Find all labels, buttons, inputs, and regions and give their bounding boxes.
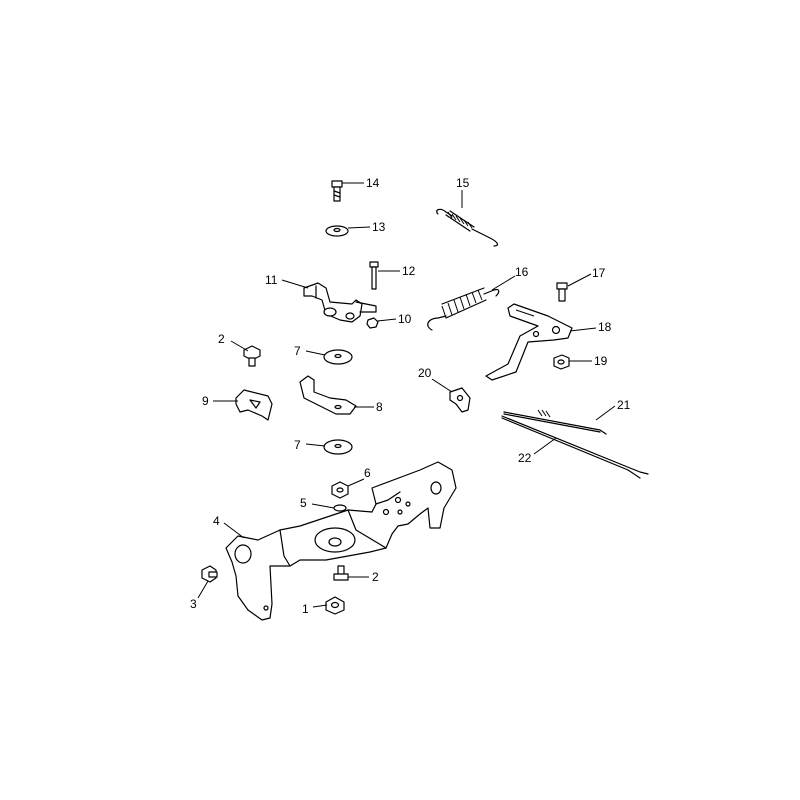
part-5-washer (333, 504, 347, 512)
callout-8: 8 (376, 400, 383, 414)
part-16-spring (427, 287, 500, 331)
part-6-nut (331, 481, 349, 499)
callout-10: 10 (398, 312, 412, 326)
part-2-screw-lower (333, 565, 349, 581)
part-14-bolt (331, 180, 343, 202)
part-8-lever-plate (299, 375, 357, 415)
callout-2-upper: 2 (218, 332, 225, 346)
callout-18: 18 (598, 320, 612, 334)
callout-16: 16 (515, 265, 529, 279)
callout-1: 1 (302, 602, 309, 616)
part-19-nut (553, 354, 570, 370)
callout-5: 5 (300, 496, 307, 510)
callout-7-upper: 7 (294, 344, 301, 358)
callout-9: 9 (202, 394, 209, 408)
part-1-nut (325, 596, 345, 615)
part-22-rod (501, 415, 649, 479)
callout-2-lower: 2 (372, 570, 379, 584)
callout-4: 4 (213, 514, 220, 528)
part-12-bolt (369, 261, 379, 290)
part-11-lever (303, 282, 377, 323)
callout-22: 22 (518, 451, 532, 465)
part-18-control-lever (485, 303, 573, 381)
part-2-screw-upper (243, 345, 261, 367)
callout-11: 11 (265, 273, 278, 287)
callout-7-lower: 7 (294, 438, 301, 452)
part-21-rod (503, 409, 607, 435)
part-7-washer-lower (323, 439, 353, 455)
callout-17: 17 (592, 266, 606, 280)
part-15-spring (436, 208, 499, 247)
part-9-clip (235, 389, 273, 421)
callout-3: 3 (190, 597, 197, 611)
part-20-clamp (449, 387, 471, 413)
callout-21: 21 (617, 398, 631, 412)
part-4-control-bracket (225, 461, 457, 621)
part-10-nut (366, 317, 379, 329)
callout-19: 19 (594, 354, 608, 368)
part-7-washer-upper (323, 349, 353, 365)
callout-15: 15 (456, 176, 470, 190)
callout-14: 14 (366, 176, 380, 190)
callout-6: 6 (364, 466, 371, 480)
callout-numbers: 14 13 15 12 11 10 16 17 18 19 2 7 9 8 20… (190, 176, 631, 616)
callout-20: 20 (418, 366, 432, 380)
part-13-washer (325, 225, 349, 237)
part-17-bolt (556, 282, 568, 302)
leader-lines (197, 182, 616, 608)
part-3-screw (201, 565, 218, 583)
callout-13: 13 (372, 220, 386, 234)
callout-12: 12 (402, 264, 416, 278)
